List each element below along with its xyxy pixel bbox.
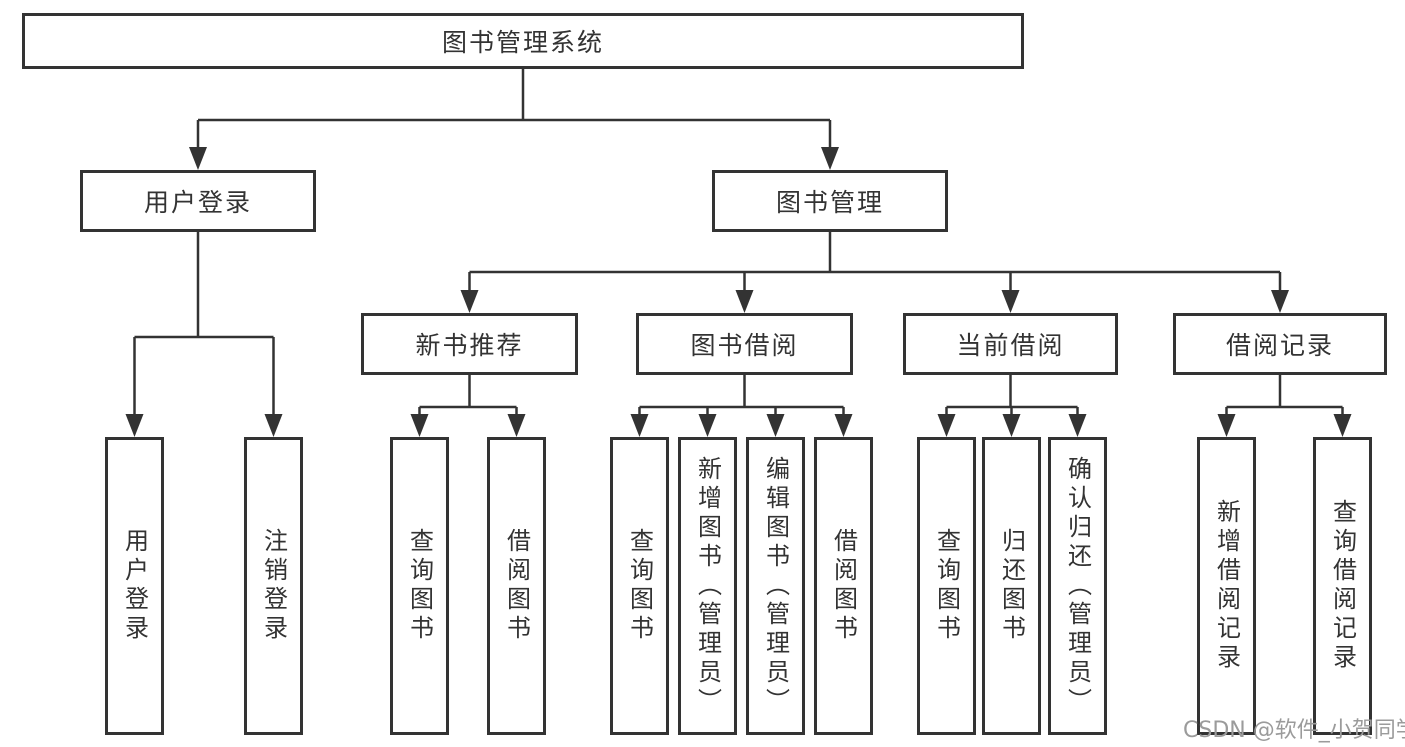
leaf-label: 借阅图书 <box>502 528 531 644</box>
node-root: 图书管理系统 <box>22 13 1024 69</box>
node-label: 用户登录 <box>143 188 252 217</box>
node-current-borrow: 当前借阅 <box>903 313 1118 375</box>
leaf-label: 查询借阅记录 <box>1328 499 1357 673</box>
leaf-query-borrow-record: 查询借阅记录 <box>1313 437 1372 735</box>
node-label: 借阅记录 <box>1225 331 1334 360</box>
leaf-label: 编辑图书（管理员） <box>761 455 790 717</box>
connector-current-borrow-to-leaves <box>937 375 1087 437</box>
leaf-add-borrow-record: 新增借阅记录 <box>1197 437 1256 735</box>
leaf-label: 用户登录 <box>120 528 149 644</box>
leaf-query-books-3: 查询图书 <box>917 437 976 735</box>
leaf-query-books-2: 查询图书 <box>610 437 669 735</box>
leaf-label: 新增图书（管理员） <box>693 455 722 717</box>
node-book-borrow: 图书借阅 <box>636 313 853 375</box>
leaf-label: 借阅图书 <box>829 528 858 644</box>
leaf-label: 查询图书 <box>932 528 961 644</box>
leaf-return-books: 归还图书 <box>982 437 1041 735</box>
connector-book-borrow-to-leaves <box>630 375 853 437</box>
node-label: 图书管理系统 <box>441 28 604 57</box>
node-user-login-group: 用户登录 <box>80 170 316 232</box>
node-label: 当前借阅 <box>956 331 1065 360</box>
node-book-mgmt-group: 图书管理 <box>712 170 948 232</box>
leaf-label: 注销登录 <box>259 528 288 644</box>
leaf-label: 新增借阅记录 <box>1212 499 1241 673</box>
leaf-label: 查询图书 <box>625 528 654 644</box>
leaf-borrow-books-1: 借阅图书 <box>487 437 546 735</box>
node-borrow-record: 借阅记录 <box>1173 313 1387 375</box>
leaf-logout: 注销登录 <box>244 437 303 735</box>
leaf-edit-book-admin: 编辑图书（管理员） <box>746 437 805 735</box>
node-label: 新书推荐 <box>415 331 524 360</box>
connector-book-mgmt-to-groups <box>460 232 1289 313</box>
node-new-book-rec: 新书推荐 <box>361 313 578 375</box>
leaf-confirm-return-admin: 确认归还（管理员） <box>1048 437 1107 735</box>
connector-root-to-level2 <box>189 69 839 170</box>
leaf-add-book-admin: 新增图书（管理员） <box>678 437 737 735</box>
leaf-borrow-books-2: 借阅图书 <box>814 437 873 735</box>
leaf-label: 查询图书 <box>405 528 434 644</box>
connector-new-book-rec-to-leaves <box>410 375 526 437</box>
leaf-user-login: 用户登录 <box>105 437 164 735</box>
leaf-query-books-1: 查询图书 <box>390 437 449 735</box>
csdn-watermark: CSDN @软件_小贺同学 <box>1183 718 1405 743</box>
leaf-label: 归还图书 <box>997 528 1026 644</box>
node-label: 图书借阅 <box>690 331 799 360</box>
node-label: 图书管理 <box>775 188 884 217</box>
connector-borrow-record-to-leaves <box>1217 375 1352 437</box>
connector-user-login-to-leaves <box>125 232 283 437</box>
leaf-label: 确认归还（管理员） <box>1063 455 1092 717</box>
